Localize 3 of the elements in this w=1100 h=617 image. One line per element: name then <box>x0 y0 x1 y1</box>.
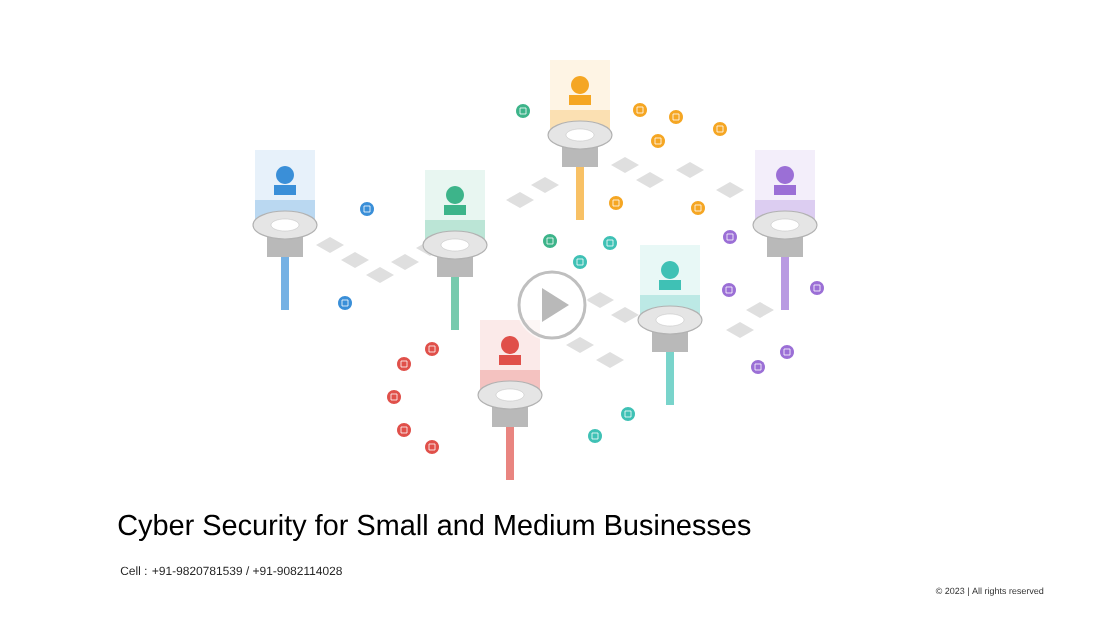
title: Cyber Security for Small and Medium Businesses <box>118 514 751 541</box>
copyright-text: © 2023 | All rights reserved <box>935 587 1044 596</box>
contact-text: Cell : +91-9820781539 / +91-9082114028 <box>120 566 342 576</box>
